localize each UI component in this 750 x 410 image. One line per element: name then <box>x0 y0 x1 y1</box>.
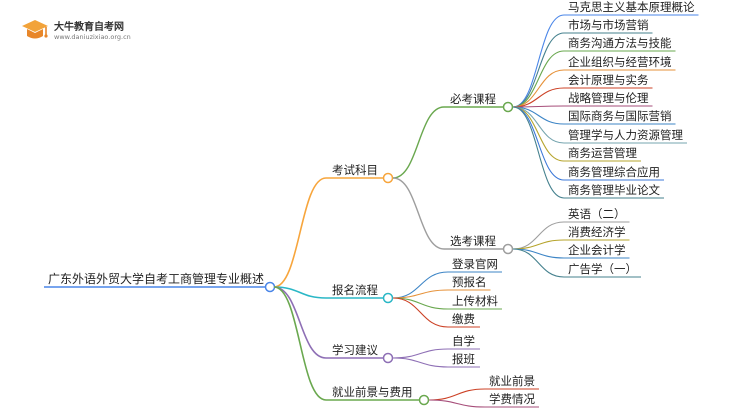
leaf-topic: 会计原理与实务 <box>568 73 649 87</box>
leaf-topic: 英语（二） <box>568 207 626 221</box>
leaf-connector <box>512 106 565 181</box>
leaf-topic: 登录官网 <box>452 257 498 271</box>
leaf-topic: 企业会计学 <box>568 243 626 257</box>
leaf-topic: 国际商务与国际营销 <box>568 109 672 123</box>
leaf-topic: 上传材料 <box>452 294 498 308</box>
leaf-topic: 学费情况 <box>489 392 535 406</box>
leaf-topic: 战略管理与伦理 <box>568 91 649 105</box>
root-topic: 广东外语外贸大学自考工商管理专业概述 <box>48 271 264 286</box>
leaf-connector <box>392 297 449 310</box>
leaf-connector <box>512 248 565 278</box>
branch-connector <box>273 286 327 401</box>
leaf-topic: 商务管理毕业论文 <box>568 183 660 197</box>
group-node[interactable] <box>502 243 514 255</box>
leaf-connector <box>512 50 565 108</box>
leaf-topic: 商务运营管理 <box>568 146 637 160</box>
leaf-topic: 商务管理综合应用 <box>568 165 660 179</box>
graduation-cap-icon <box>22 20 48 39</box>
branch-topic: 就业前景与费用 <box>332 385 413 399</box>
logo: 大牛教育自考网 www.daniuzixiao.org.cn <box>18 14 148 50</box>
leaf-topic: 消费经济学 <box>568 225 626 239</box>
leaf-topic: 缴费 <box>452 312 475 326</box>
group-connector <box>392 177 445 250</box>
branch-connector <box>273 177 327 288</box>
leaf-topic: 预报名 <box>452 275 487 289</box>
logo-url: www.daniuzixiao.org.cn <box>54 33 131 41</box>
root-node[interactable] <box>264 281 276 293</box>
leaf-connector <box>428 399 486 408</box>
group-topic: 必考课程 <box>450 92 496 106</box>
leaf-connector <box>512 14 565 108</box>
branch-topic: 学习建议 <box>332 343 378 357</box>
branch-topic: 考试科目 <box>332 163 378 177</box>
group-node[interactable] <box>502 101 514 113</box>
leaf-connector <box>512 32 565 108</box>
branch-node[interactable] <box>382 352 394 364</box>
leaf-topic: 企业组织与经营环境 <box>568 55 672 69</box>
leaf-connector <box>512 106 565 144</box>
branch-topic: 报名流程 <box>332 283 378 297</box>
branch-node[interactable] <box>382 292 394 304</box>
leaf-topic: 广告学（一） <box>568 262 637 276</box>
branch-connector <box>273 286 327 359</box>
group-topic: 选考课程 <box>450 234 496 248</box>
branch-node[interactable] <box>382 172 394 184</box>
branch-connector <box>273 286 327 299</box>
leaf-topic: 管理学与人力资源管理 <box>568 128 683 142</box>
leaf-topic: 马克思主义基本原理概论 <box>568 0 695 14</box>
branch-node[interactable] <box>418 394 430 406</box>
leaf-connector <box>512 106 565 199</box>
leaf-connector <box>428 388 486 401</box>
group-connector <box>392 106 445 179</box>
leaf-connector <box>392 357 449 368</box>
leaf-topic: 自学 <box>452 334 475 348</box>
leaf-connector <box>392 297 449 328</box>
leaf-topic: 报班 <box>452 352 475 366</box>
logo-title: 大牛教育自考网 <box>54 22 124 33</box>
leaf-topic: 市场与市场营销 <box>568 18 649 32</box>
leaf-connector <box>392 348 449 359</box>
leaf-topic: 就业前景 <box>489 374 535 388</box>
leaf-topic: 商务沟通方法与技能 <box>568 36 672 50</box>
